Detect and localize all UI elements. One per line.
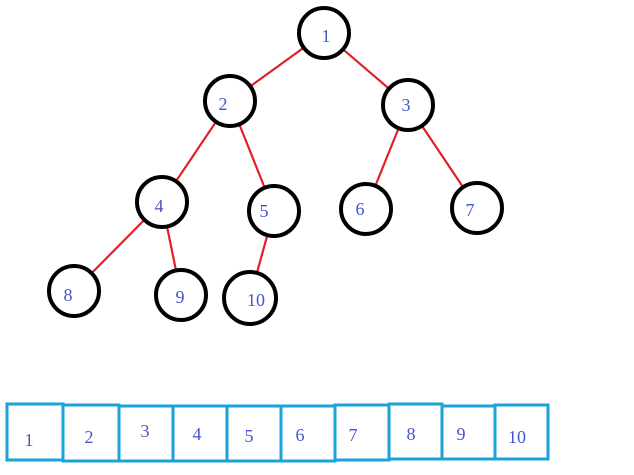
node-circle xyxy=(203,74,257,128)
array-representation: 1 2 3 4 5 6 7 8 9 10 xyxy=(5,402,550,463)
node-label: 2 xyxy=(219,94,228,114)
edge-1-3 xyxy=(342,48,390,90)
edge-4-9 xyxy=(166,226,177,271)
edge-1-2 xyxy=(249,47,305,87)
array-cell-label: 4 xyxy=(193,424,202,444)
tree-nodes: 1 2 3 4 5 6 7 8 9 10 xyxy=(47,6,504,326)
node-label: 1 xyxy=(322,26,331,46)
array-cell-label: 1 xyxy=(25,430,34,450)
node-label: 9 xyxy=(176,287,185,307)
tree-node-10: 10 xyxy=(222,270,278,326)
node-label: 8 xyxy=(64,285,73,305)
node-circle xyxy=(47,264,101,318)
array-cell-box xyxy=(333,403,391,462)
array-cell-box xyxy=(225,404,283,463)
node-label: 5 xyxy=(260,201,269,221)
array-cell-box xyxy=(493,403,550,461)
tree-node-6: 6 xyxy=(339,182,393,236)
array-cell-label: 8 xyxy=(407,424,416,444)
array-cell-label: 9 xyxy=(457,424,466,444)
tree-node-3: 3 xyxy=(381,78,435,132)
node-circle xyxy=(222,270,278,326)
node-circle xyxy=(247,184,301,238)
node-circle xyxy=(450,181,504,235)
array-cell-8: 8 xyxy=(387,402,444,461)
tree-node-2: 2 xyxy=(203,74,257,128)
array-cell-label: 2 xyxy=(85,427,94,447)
array-cell-box xyxy=(117,404,175,463)
node-circle xyxy=(154,268,208,322)
array-cell-box xyxy=(61,403,121,463)
array-cell-1: 1 xyxy=(5,402,65,462)
node-label: 7 xyxy=(466,200,475,220)
node-label: 10 xyxy=(247,290,265,310)
array-cell-3: 3 xyxy=(117,404,175,463)
array-cell-9: 9 xyxy=(440,404,497,461)
array-cell-label: 6 xyxy=(296,425,305,445)
tree-node-4: 4 xyxy=(135,175,189,229)
array-cell-box xyxy=(171,404,229,463)
tree-node-9: 9 xyxy=(154,268,208,322)
node-circle xyxy=(339,182,393,236)
tree-node-5: 5 xyxy=(247,184,301,238)
array-cell-label: 5 xyxy=(245,426,254,446)
tree-node-7: 7 xyxy=(450,181,504,235)
edge-3-6 xyxy=(374,128,400,186)
tree-edges xyxy=(91,47,464,274)
edge-3-7 xyxy=(421,125,464,188)
tree-node-1: 1 xyxy=(297,6,351,60)
tree-node-8: 8 xyxy=(47,264,101,318)
edge-2-4 xyxy=(175,121,217,182)
array-cell-box xyxy=(440,404,497,461)
edge-4-8 xyxy=(91,219,145,274)
array-cell-5: 5 xyxy=(225,404,283,463)
array-cell-label: 3 xyxy=(141,421,150,441)
node-label: 3 xyxy=(402,95,411,115)
node-circle xyxy=(135,175,189,229)
node-label: 4 xyxy=(155,196,164,216)
array-cell-box xyxy=(279,404,337,463)
node-label: 6 xyxy=(356,199,365,219)
array-cell-box xyxy=(5,402,65,462)
array-cell-2: 2 xyxy=(61,403,121,463)
array-cell-4: 4 xyxy=(171,404,229,463)
edge-2-5 xyxy=(238,124,266,188)
array-cell-6: 6 xyxy=(279,404,337,463)
array-cell-10: 10 xyxy=(493,403,550,461)
array-cell-box xyxy=(387,402,444,461)
edge-5-10 xyxy=(256,234,269,274)
array-cell-7: 7 xyxy=(333,403,391,462)
array-cell-label: 7 xyxy=(349,425,358,445)
node-circle xyxy=(297,6,351,60)
node-circle xyxy=(381,78,435,132)
array-cell-label: 10 xyxy=(508,427,526,447)
